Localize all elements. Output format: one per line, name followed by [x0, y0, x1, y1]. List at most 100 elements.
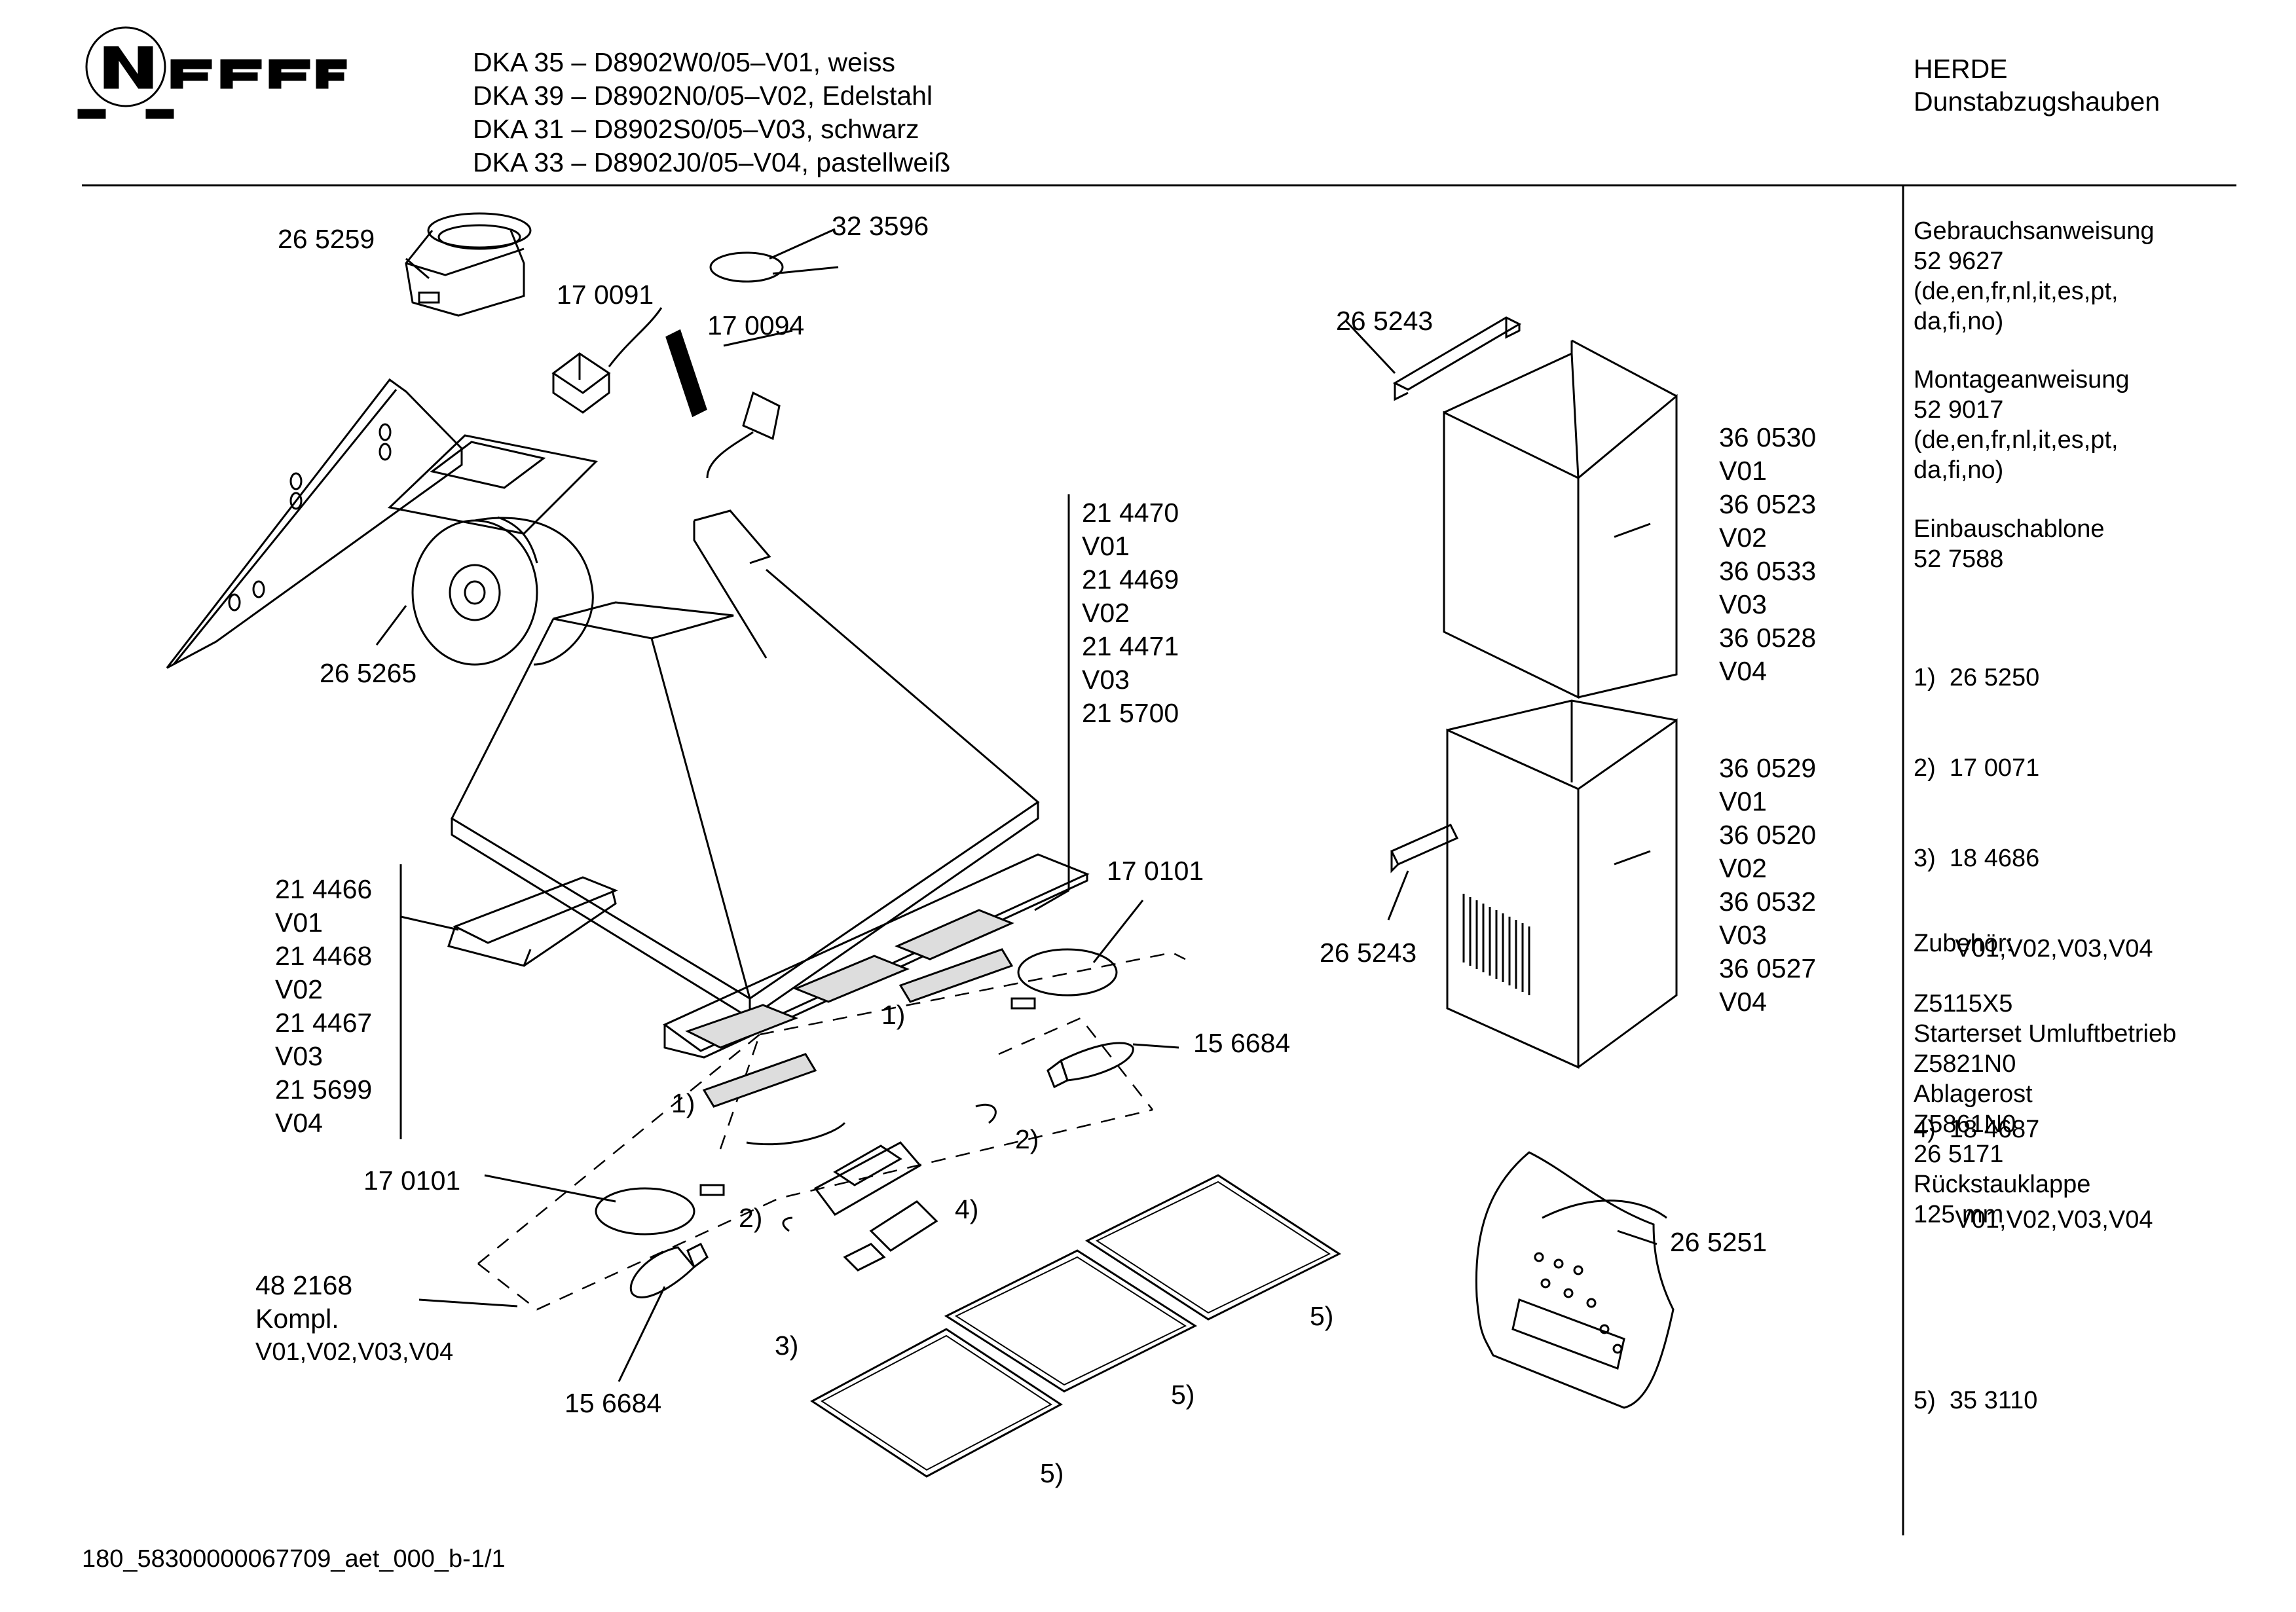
accessory-item: 125 mm [1914, 1201, 2004, 1228]
footnote: 5) 35 3110 [1914, 1387, 2038, 1414]
lamp-holder-assembly [746, 1103, 997, 1272]
blower-motor [387, 434, 599, 666]
model-line: DKA 39 – D8902N0/05–V02, Edelstahl [473, 81, 933, 111]
variant-label: V02 [275, 974, 323, 1004]
part-label: 36 0533 [1719, 556, 1817, 586]
variant-label: V03 [1082, 665, 1130, 695]
part-label: 21 5700 [1082, 698, 1179, 728]
part-label: 36 0530 [1719, 422, 1817, 452]
part-label: 15 6684 [1193, 1028, 1291, 1058]
grille-left [702, 1053, 817, 1108]
footnote-ref: 4) [955, 1194, 979, 1224]
accessory-bag [1475, 1151, 1675, 1409]
variant-label: V01 [1719, 786, 1767, 816]
part-label: 17 0094 [707, 310, 805, 340]
part-label: 21 5699 [275, 1074, 373, 1105]
plate-part-numbers: 21 4466 V01 21 4468 V02 21 4467 V03 21 5… [275, 873, 372, 1140]
variant-label: V04 [1719, 987, 1767, 1017]
bulb-left [629, 1242, 709, 1298]
subcategory-label: Dunstabzugshauben [1914, 86, 2160, 117]
bulb-right [1046, 1042, 1134, 1089]
variant-label: V03 [275, 1041, 323, 1071]
variant-label: V02 [1719, 522, 1767, 553]
part-label: 21 4471 [1082, 631, 1179, 661]
footnote: 1) 26 5250 [1914, 664, 2040, 691]
template-label: Einbauschablone [1914, 515, 2105, 543]
upper-chimney [1443, 339, 1678, 699]
install-number: 52 9017 [1914, 396, 2004, 424]
manual-languages: da,fi,no) [1914, 308, 2004, 335]
leader-lines [375, 228, 1657, 1382]
part-label: 21 4467 [275, 1008, 373, 1038]
accessory-item: Ablagerost [1914, 1080, 2033, 1108]
grease-filter-3 [1084, 1174, 1342, 1321]
manual-languages: (de,en,fr,nl,it,es,pt, [1914, 278, 2119, 305]
filter-frame [663, 853, 1090, 1059]
part-label: 26 5259 [278, 224, 375, 254]
footnote: V01,V02,V03,V04 [1914, 935, 2153, 962]
manual-label: Gebrauchsanweisung [1914, 217, 2155, 245]
part-label: 17 0101 [1107, 856, 1204, 886]
footnote-ref: 1) [671, 1088, 695, 1118]
footnote: 2) 17 0071 [1914, 754, 2040, 782]
grease-filter-1 [810, 1328, 1063, 1478]
grease-filter-2 [944, 1249, 1198, 1393]
variant-label: V02 [1719, 853, 1767, 883]
install-languages: da,fi,no) [1914, 456, 2004, 484]
accessory-item: Z5821N0 [1914, 1050, 2016, 1078]
install-label: Montageanweisung [1914, 366, 2130, 394]
neff-logo [77, 26, 347, 119]
manual-number: 52 9627 [1914, 247, 2004, 275]
model-line: DKA 31 – D8902S0/05–V03, schwarz [473, 114, 919, 144]
part-label: 36 0523 [1719, 489, 1817, 519]
part-label: 26 5251 [1670, 1227, 1768, 1257]
variant-label: V04 [1719, 656, 1767, 686]
accessory-item: 26 5171 [1914, 1141, 2004, 1168]
part-label: 21 4466 [275, 874, 373, 904]
lamp-cover-right [1010, 948, 1118, 1010]
part-label: 36 0529 [1719, 753, 1817, 783]
hood-part-numbers: 21 4470 V01 21 4469 V02 21 4471 V03 21 5… [1082, 496, 1179, 730]
accessory-item: Z5115X5 [1914, 990, 2013, 1017]
kit-part-numbers: 48 2168 Kompl. V01,V02,V03,V04 [255, 1269, 453, 1369]
lower-plate [447, 876, 618, 967]
hood-body [451, 509, 1040, 1020]
sidebar-accessories: Zubehör: Z5115X5 Starterset Umluftbetrie… [1914, 928, 2176, 1230]
model-line: DKA 33 – D8902J0/05–V04, pastellweiß [473, 147, 951, 177]
sidebar-template: Einbauschablone 52 7588 [1914, 514, 2105, 574]
variant-label: V01,V02,V03,V04 [255, 1338, 454, 1366]
grommet-part [665, 329, 707, 418]
part-label: 26 5265 [320, 658, 417, 688]
part-label: 48 2168 [255, 1270, 353, 1300]
lower-chimney-numbers: 36 0529 V01 36 0520 V02 36 0532 V03 36 0… [1719, 752, 1816, 1019]
cable-tie [709, 251, 839, 283]
footnote: V01,V02,V03,V04 [1914, 1206, 2153, 1234]
variant-label: V01 [275, 907, 323, 938]
lower-chimney [1446, 699, 1678, 1069]
footnote-ref: 2) [739, 1203, 763, 1233]
footnote: 3) 18 4686 [1914, 845, 2040, 872]
document-id: 180_58300000067709_aet_000_b-1/1 [82, 1545, 506, 1573]
part-label: 36 0520 [1719, 820, 1817, 850]
part-label: 21 4470 [1082, 498, 1179, 528]
footnote-ref: 2) [1015, 1124, 1039, 1154]
part-label: 15 6684 [565, 1388, 662, 1418]
variant-label: V02 [1082, 598, 1130, 628]
accessory-item: Rückstauklappe [1914, 1171, 2091, 1198]
part-label: 36 0527 [1719, 953, 1817, 983]
side-bracket [166, 378, 463, 669]
power-cord [706, 391, 781, 479]
air-outlet-adapter [405, 212, 532, 317]
variant-label: V03 [1719, 920, 1767, 950]
part-label: 36 0528 [1719, 623, 1817, 653]
sidebar-install: Montageanweisung 52 9017 (de,en,fr,nl,it… [1914, 365, 2130, 485]
footnote-ref: 5) [1171, 1380, 1195, 1410]
variant-label: V04 [275, 1108, 323, 1138]
model-list: DKA 35 – D8902W0/05–V01, weiss DKA 39 – … [473, 46, 950, 179]
part-label: 21 4469 [1082, 564, 1179, 595]
footnote-ref: 5) [1310, 1301, 1334, 1331]
part-label: 17 0091 [557, 280, 654, 310]
wall-bracket-top [1392, 316, 1522, 401]
footnote-ref: 5) [1040, 1458, 1064, 1488]
